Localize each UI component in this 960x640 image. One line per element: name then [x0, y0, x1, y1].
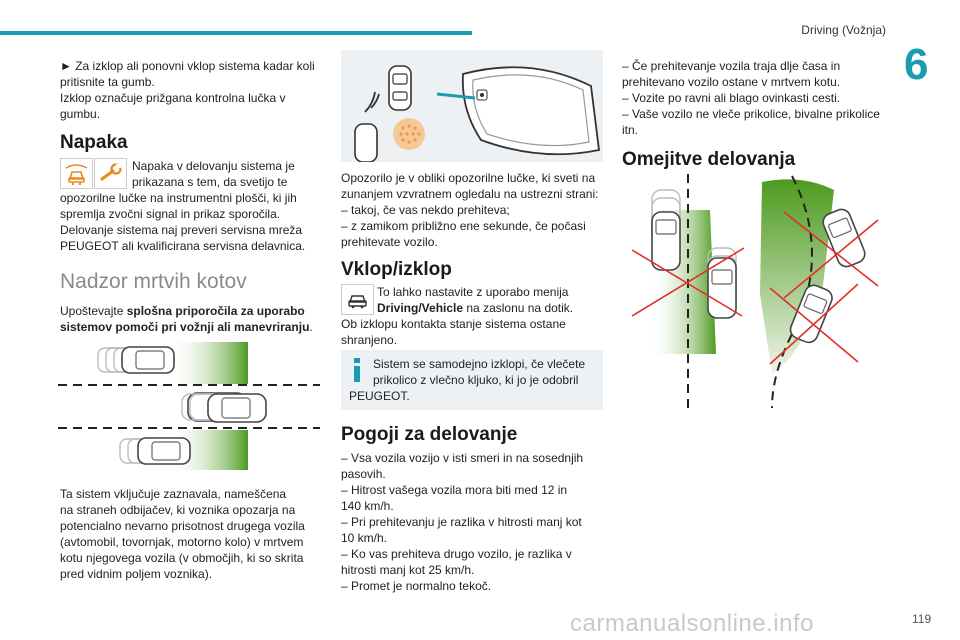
info-icon	[351, 358, 363, 382]
service-wrench-icon	[94, 158, 127, 189]
vklop-line: To lahko nastavite z uporabo menija	[377, 285, 569, 299]
pogoji-line: – Ko vas prehiteva drugo vozilo, je razl…	[341, 547, 572, 561]
pogoji-line: – Pri prehitevanju je razlika v hitrosti…	[341, 515, 582, 529]
warning-line: – z zamikom približno ene sekunde, če po…	[341, 219, 586, 233]
mirror-warning-figure	[341, 50, 603, 163]
info-line: PEUGEOT.	[349, 389, 410, 403]
pogoji-line: – Promet je normalno tekoč.	[341, 579, 492, 593]
limit-line: prehitevano vozilo ostane v mrtvem kotu.	[622, 75, 841, 89]
napaka-line: opozorilne lučke na instrumentni plošči,…	[60, 191, 297, 205]
pogoji-line: – Vsa vozila vozijo v isti smeri in na s…	[341, 451, 584, 465]
napaka-line: Napaka v delovanju sistema je	[132, 159, 295, 173]
description-line: potencialno nevarno prisotnost drugega v…	[60, 519, 305, 533]
warning-line: – takoj, če vas nekdo prehiteva;	[341, 203, 510, 217]
vklop-line: na zaslonu na dotik.	[463, 301, 574, 315]
page-number: 119	[912, 612, 932, 626]
pogoji-line: 140 km/h.	[341, 499, 394, 513]
mirror-warning-text: Opozorilo je v obliki opozorilne lučke, …	[341, 170, 605, 250]
advice-prefix: Upoštevajte	[60, 304, 127, 318]
intro-line: ► Za izklop ali ponovni vklop sistema ka…	[60, 59, 315, 73]
napaka-line: Delovanje sistema naj preveri servisna m…	[60, 223, 303, 237]
heading-napaka: Napaka	[60, 132, 128, 153]
limit-line: – Vozite po ravni ali blago ovinkasti ce…	[622, 91, 841, 105]
napaka-line: PEUGEOT ali kvalificirana servisna delav…	[60, 239, 306, 253]
blind-spot-zone-figure	[58, 338, 322, 474]
advice-suffix: .	[309, 320, 313, 334]
limit-line: – Vaše vozilo ne vleče prikolice, bivaln…	[622, 107, 880, 121]
description-line: Ta sistem vključuje zaznavala, nameščena	[60, 487, 287, 501]
limit-line: – Če prehitevanje vozila traja dlje časa…	[622, 59, 841, 73]
car-settings-icon	[341, 284, 374, 315]
heading-omejitve: Omejitve delovanja	[622, 149, 796, 170]
limitations-intro: – Če prehitevanje vozila traja dlje časa…	[622, 58, 892, 138]
vklop-text: Ob izklopu kontakta stanje sistema ostan…	[341, 316, 605, 348]
pogoji-line: pasovih.	[341, 467, 386, 481]
vklop-menu-name: Driving/Vehicle	[377, 301, 464, 315]
intro-paragraph: ► Za izklop ali ponovni vklop sistema ka…	[60, 58, 330, 122]
vklop-line: shranjeno.	[341, 333, 398, 347]
limitations-figure	[622, 174, 880, 409]
info-line: prikolico z vlečno kljuko, ki jo je odob…	[373, 373, 579, 387]
intro-line: Izklop označuje prižgana kontrolna lučka…	[60, 91, 286, 105]
vklop-line: Ob izklopu kontakta stanje sistema ostan…	[341, 317, 566, 331]
description-line: kotu njegovega vozila (v območjih, ki so…	[60, 551, 304, 565]
pogoji-line: 10 km/h.	[341, 531, 388, 545]
warning-line: prehitevate vozilo.	[341, 235, 438, 249]
description-line: na straneh odbijačev, ki voznika opozarj…	[60, 503, 296, 517]
chapter-number: 6	[904, 40, 929, 89]
info-line: Sistem se samodejno izklopi, če vlečete	[373, 357, 586, 371]
blind-spot-warning-icon	[60, 158, 93, 189]
napaka-line: prikazana s tem, da svetijo te	[132, 175, 288, 189]
limit-line: itn.	[622, 123, 639, 137]
advice-bold: sistemov pomoči pri vožnji ali manevrira…	[60, 320, 310, 334]
pogoji-line: hitrosti manj kot 25 km/h.	[341, 563, 475, 577]
intro-line: pritisnite ta gumb.	[60, 75, 155, 89]
header-accent-bar	[0, 31, 472, 35]
advice-bold: splošna priporočila za uporabo	[126, 304, 305, 318]
heading-vklop-izklop: Vklop/izklop	[341, 259, 452, 280]
napaka-text-right: Napaka v delovanju sistema je prikazana s…	[132, 158, 332, 190]
heading-pogoji: Pogoji za delovanje	[341, 424, 518, 445]
description-line: pred vidnim poljem voznika).	[60, 567, 213, 581]
napaka-line: spremlja zvočni signal in prikaz sporoči…	[60, 207, 281, 221]
info-box: Sistem se samodejno izklopi, če vlečete p…	[341, 350, 603, 410]
napaka-text: opozorilne lučke na instrumentni plošči,…	[60, 190, 332, 254]
system-description: Ta sistem vključuje zaznavala, nameščena…	[60, 486, 332, 582]
section-title: Nadzor mrtvih kotov	[60, 270, 247, 293]
running-header: Driving (Vožnja)	[801, 23, 886, 37]
intro-line: gumbu.	[60, 107, 101, 121]
description-line: (avtomobil, tovornjak, motorno kolo) v m…	[60, 535, 304, 549]
warning-line: Opozorilo je v obliki opozorilne lučke, …	[341, 171, 596, 185]
warning-line: zunanjem vzvratnem ogledalu na ustrezni …	[341, 187, 599, 201]
pogoji-list: – Vsa vozila vozijo v isti smeri in na s…	[341, 450, 605, 594]
pogoji-line: – Hitrost vašega vozila mora biti med 12…	[341, 483, 568, 497]
advice-paragraph: Upoštevajte splošna priporočila za upora…	[60, 303, 332, 335]
watermark: carmanualsonline.info	[570, 610, 814, 637]
